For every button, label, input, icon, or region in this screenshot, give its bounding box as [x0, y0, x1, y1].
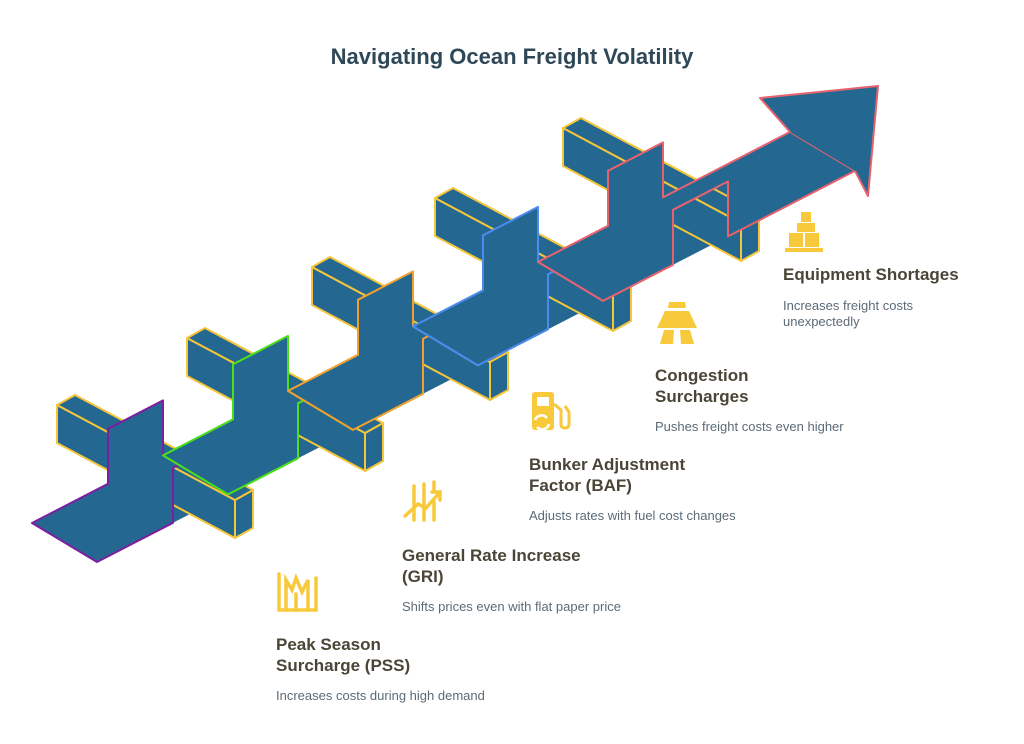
step-description: Increases freight costs [783, 298, 914, 313]
step-general-rate-increase: General Rate Increase (GRI) Shifts price… [402, 480, 621, 615]
highway-icon [657, 302, 697, 344]
step-heading: Factor (BAF) [529, 476, 632, 495]
step-heading: Equipment Shortages [783, 265, 959, 284]
step-description: Pushes freight costs even higher [655, 419, 844, 434]
step-description: Increases costs during high demand [276, 688, 485, 703]
step-heading: Peak Season [276, 635, 381, 654]
arrowhead-outline [759, 85, 879, 197]
step-congestion-surcharges: Congestion Surcharges Pushes freight cos… [655, 300, 844, 435]
step-heading: Surcharge (PSS) [276, 656, 411, 675]
step-heading: Surcharges [655, 387, 749, 406]
step-description: Shifts prices even with flat paper price [402, 599, 621, 614]
step-bunker-adjustment-factor: Bunker Adjustment Factor (BAF) Adjusts r… [529, 390, 736, 524]
fuel-pump-icon [532, 392, 571, 431]
step-description: Adjusts rates with fuel cost changes [529, 508, 736, 523]
step-equipment-shortages: Equipment Shortages Increases freight co… [783, 210, 959, 330]
arrowhead [760, 86, 878, 196]
page-title: Navigating Ocean Freight Volatility [330, 44, 694, 69]
chart-bars-icon [277, 572, 318, 612]
trend-up-icon [403, 480, 442, 522]
step-peak-season-surcharge: Peak Season Surcharge (PSS) Increases co… [276, 570, 485, 704]
step-description: unexpectedly [783, 314, 860, 329]
step-heading: Congestion [655, 366, 749, 385]
step-heading: Bunker Adjustment [529, 455, 686, 474]
step-heading: General Rate Increase [402, 546, 581, 565]
step-heading: (GRI) [402, 567, 444, 586]
stacked-boxes-icon [785, 212, 823, 252]
